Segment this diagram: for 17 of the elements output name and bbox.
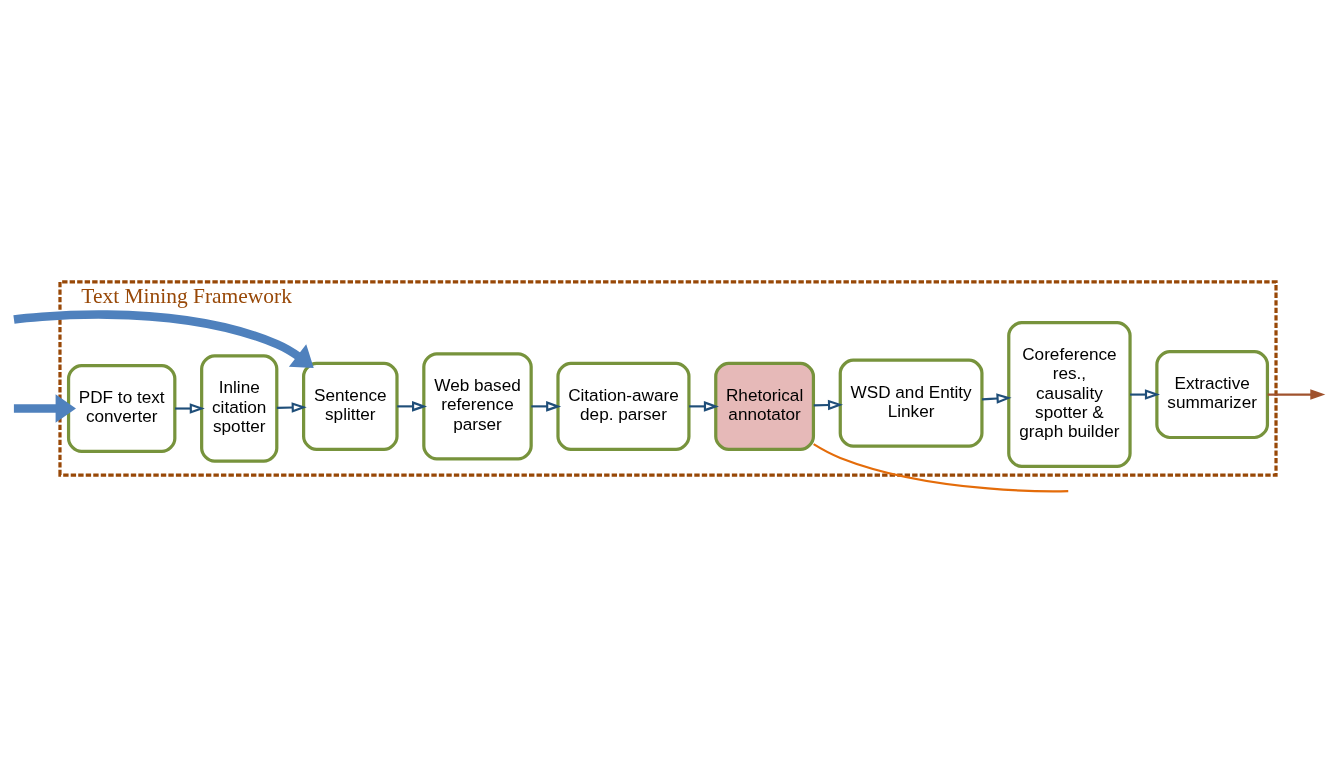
arrow [175, 403, 205, 414]
node-box: Sentence splitter [302, 361, 399, 451]
arrow [981, 393, 1012, 404]
node-box: Extractive summarizer [1155, 350, 1270, 440]
node-box: WSD and Entity Linker [838, 358, 984, 448]
arrow [13, 310, 314, 368]
arrow [689, 401, 719, 412]
node-box: Rhetorical annotator [714, 361, 816, 451]
arrow [1267, 389, 1326, 400]
node-box: Inline citation spotter [200, 354, 279, 463]
node-box: Citation-aware dep. parser [556, 361, 691, 451]
connector [813, 443, 1069, 493]
node-box: Web based reference parser [422, 352, 533, 461]
node-box: Coreference res., causality spotter & graph builder [1007, 321, 1132, 469]
node-box: PDF to text converter [66, 364, 177, 454]
arrow [276, 402, 307, 413]
arrow [13, 394, 76, 423]
